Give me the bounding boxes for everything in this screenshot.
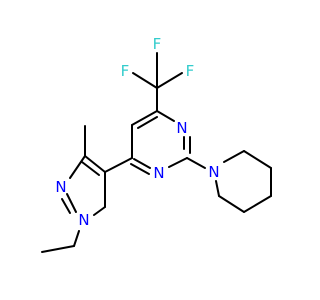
atom-f-left: F bbox=[121, 62, 130, 80]
molecule-structure: F F F N N N N N bbox=[41, 35, 272, 253]
bond-c-f-left bbox=[132, 72, 158, 89]
bond-n2-n1-a bbox=[66, 193, 77, 213]
bond-pz3-n2 bbox=[69, 155, 86, 179]
bond-n1-pz5 bbox=[93, 206, 106, 216]
bond-ethyl-ch2-ch3 bbox=[41, 245, 75, 253]
atom-f-top: F bbox=[153, 35, 162, 53]
bond-c2-npip bbox=[186, 157, 206, 169]
bond-ce-npip bbox=[215, 180, 220, 197]
bond-pz4-pz3-a bbox=[84, 155, 106, 173]
atom-f-right: F bbox=[186, 62, 195, 80]
bond-n1-c6-a bbox=[133, 158, 151, 169]
bond-c4-n3 bbox=[156, 110, 175, 122]
bond-c-f-right bbox=[156, 72, 183, 89]
bond-c6-pz4 bbox=[104, 157, 133, 173]
atom-labels: F F F N N N N N bbox=[55, 35, 219, 229]
bond-n1-ethyl-ch2 bbox=[73, 230, 80, 247]
atom-n-pyrimidine-lower: N bbox=[153, 164, 164, 182]
bond-ca-cb bbox=[243, 150, 272, 169]
bond-c2-n1 bbox=[168, 157, 188, 168]
atom-n-pyrazole-1: N bbox=[78, 211, 89, 229]
atom-n-piperidine: N bbox=[208, 163, 219, 181]
atom-n-pyrazole-2: N bbox=[55, 178, 66, 196]
bond-c5-c4-b bbox=[137, 116, 158, 129]
bond-npip-ca bbox=[223, 150, 245, 163]
bond-n2-n1-b bbox=[61, 198, 71, 214]
bond-c5-c4-a bbox=[131, 110, 158, 126]
bond-n1-c6-b bbox=[130, 163, 150, 175]
bonds bbox=[41, 52, 272, 253]
atom-n-pyrimidine-upper: N bbox=[176, 119, 187, 137]
bond-cd-ce bbox=[218, 195, 245, 213]
bond-cc-cd bbox=[243, 195, 272, 213]
bond-pz4-pz3-b bbox=[81, 161, 100, 176]
